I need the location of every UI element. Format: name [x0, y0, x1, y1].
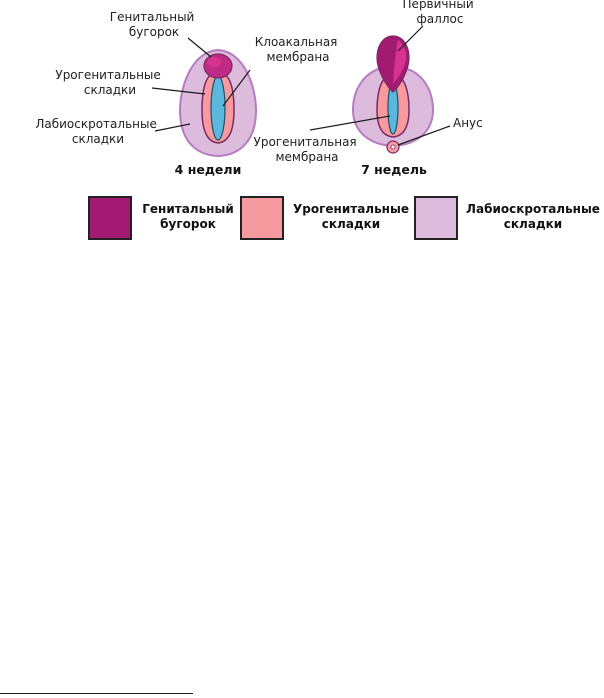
leader-primary-phallus — [397, 25, 424, 52]
leader-labioscrotal-folds — [154, 123, 191, 132]
legend-swatch-urogenital-folds — [240, 196, 284, 240]
caption-7-weeks: 7 недель — [361, 162, 427, 177]
legend-swatch-genital-tubercle — [88, 196, 132, 240]
genital-tubercle-highlight-4w — [207, 57, 221, 67]
legend-label-labioscrotal-folds: Лабиоскротальные складки — [466, 202, 600, 231]
leader-anus — [397, 125, 451, 146]
embryo-genitalia-diagram: Генитальный бугорок Клоакальная мембрана… — [35, 0, 483, 177]
label-labioscrotal-folds: Лабиоскротальные складки — [35, 117, 160, 146]
figure-4-weeks — [178, 48, 258, 158]
leader-lines — [151, 25, 451, 146]
cloacal-membrane-4w — [210, 75, 226, 141]
leader-genital-tubercle — [187, 37, 212, 58]
leader-cloacal-membrane — [222, 69, 251, 107]
label-urogenital-folds: Урогенитальные складки — [55, 68, 164, 97]
primary-phallus-highlight-7w — [393, 40, 407, 84]
legend-label-urogenital-folds: Урогенитальные складки — [293, 202, 409, 231]
label-primary-phallus: Первичный фаллос — [403, 0, 478, 26]
label-cloacal-membrane: Клоакальная мембрана — [255, 35, 341, 64]
label-anus: Анус — [453, 116, 483, 130]
legend-swatch-labioscrotal-folds — [414, 196, 458, 240]
label-urogenital-membrane: Урогенитальная мембрана — [254, 135, 361, 164]
legend-label-genital-tubercle: Генитальный бугорок — [142, 202, 234, 231]
leader-urogenital-membrane — [309, 115, 391, 131]
leader-urogenital-folds — [151, 87, 206, 95]
figure-7-weeks — [351, 35, 435, 154]
caption-4-weeks: 4 недели — [175, 162, 242, 177]
anus-center-7w — [390, 144, 396, 150]
label-genital-tubercle: Генитальный бугорок — [110, 10, 198, 39]
footnote-rule — [0, 693, 193, 694]
